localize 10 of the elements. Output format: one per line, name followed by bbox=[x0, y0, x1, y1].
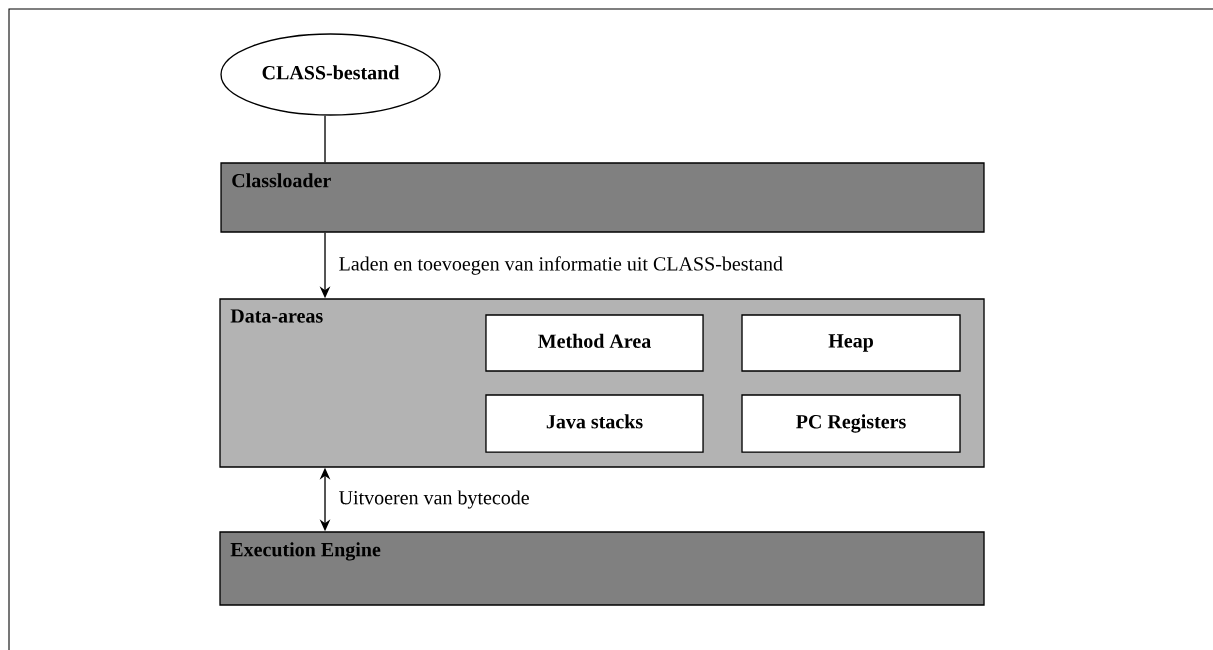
edge-label: Laden en toevoegen van informatie uit CLASS-bestand bbox=[337, 255, 785, 277]
edge-label: Uitvoeren van bytecode bbox=[337, 489, 531, 510]
component-band: Execution Engine bbox=[219, 531, 985, 606]
component-band: Classloader bbox=[220, 162, 985, 233]
memory-box: PC Registers bbox=[741, 394, 961, 453]
memory-box: Method Area bbox=[485, 314, 704, 372]
connector-line bbox=[324, 115, 326, 163]
memory-box: Heap bbox=[741, 314, 961, 372]
ellipse-node: CLASS-bestand bbox=[220, 33, 441, 116]
memory-box: Java stacks bbox=[485, 394, 704, 453]
